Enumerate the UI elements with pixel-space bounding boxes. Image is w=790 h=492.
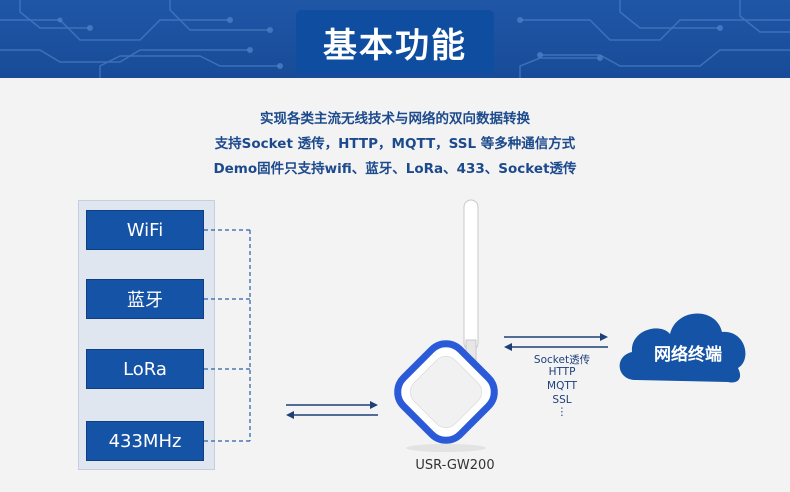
right-bidirectional-arrow-icon — [504, 333, 608, 351]
protocol-item: Socket透传 — [533, 354, 591, 366]
tech-box-lora: LoRa — [86, 349, 204, 389]
cloud-label: 网络终端 — [654, 345, 722, 365]
protocol-item: SSL — [552, 394, 572, 406]
cloud-icon — [619, 313, 746, 383]
protocol-item: HTTP — [548, 366, 576, 378]
header-banner: 基本功能 — [0, 0, 790, 78]
tech-box-433mhz: 433MHz — [86, 421, 204, 461]
description-line-1: 实现各类主流无线技术与网络的双向数据转换 — [260, 111, 530, 127]
tech-box-bluetooth: 蓝牙 — [86, 279, 204, 319]
dashed-connectors — [204, 229, 251, 442]
description-line-2: 支持Socket 透传，HTTP，MQTT，SSL 等多种通信方式 — [214, 136, 576, 152]
device-label: USR-GW200 — [415, 458, 495, 473]
page-title: 基本功能 — [296, 10, 494, 74]
circuit-pattern-decoration — [0, 0, 790, 78]
tech-box-wifi: WiFi — [86, 210, 204, 250]
protocol-more-icon: ⋮ — [556, 406, 568, 418]
gateway-device-icon — [394, 199, 498, 452]
left-bidirectional-arrow-icon — [286, 401, 378, 419]
protocol-item: MQTT — [547, 380, 577, 392]
description-line-3: Demo固件只支持wifi、蓝牙、LoRa、433、Socket透传 — [213, 161, 577, 177]
